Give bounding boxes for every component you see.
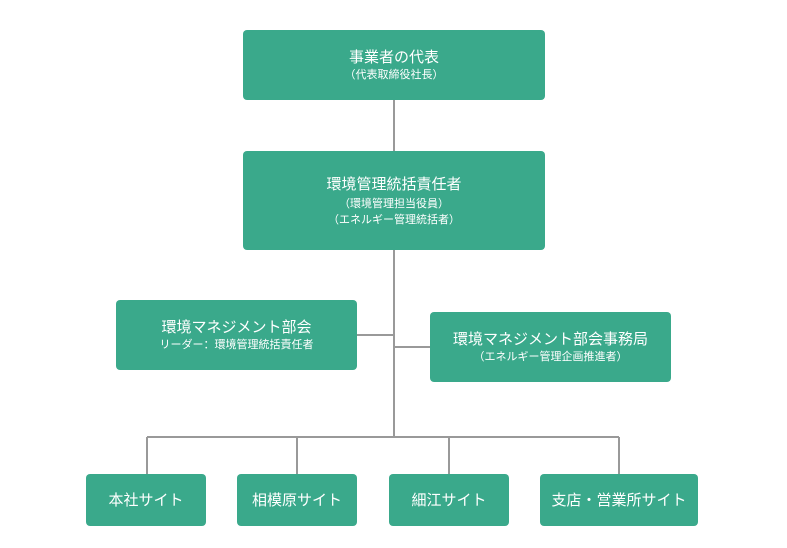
secretariat-title: 環境マネジメント部会事務局 — [452, 330, 648, 348]
site-label: 相模原サイト — [251, 491, 342, 509]
manager-title: 環境管理統括責任者 — [326, 174, 462, 193]
site-label: 細江サイト — [411, 491, 487, 509]
committee-leader: リーダー：環境管理統括責任者 — [159, 338, 314, 351]
site-label: 支店・営業所サイト — [551, 491, 687, 509]
site-branch-offices: 支店・営業所サイト — [540, 474, 698, 526]
manager-subtitle-1: （環境管理担当役員） — [339, 196, 449, 210]
site-hosoe: 細江サイト — [389, 474, 509, 526]
secretariat-subtitle: （エネルギー管理企画推進者） — [473, 350, 628, 363]
committee-title: 環境マネジメント部会 — [161, 318, 312, 336]
manager-subtitle-2: （エネルギー管理統括者） — [328, 212, 460, 226]
representative-title: 事業者の代表 — [348, 48, 439, 66]
representative-box: 事業者の代表 （代表取締役社長） — [243, 30, 545, 100]
representative-subtitle: （代表取締役社長） — [344, 68, 444, 81]
committee-box: 環境マネジメント部会 リーダー：環境管理統括責任者 — [116, 300, 357, 370]
manager-box: 環境管理統括責任者 （環境管理担当役員） （エネルギー管理統括者） — [243, 151, 545, 250]
secretariat-box: 環境マネジメント部会事務局 （エネルギー管理企画推進者） — [430, 312, 671, 382]
site-sagamihara: 相模原サイト — [237, 474, 357, 526]
site-label: 本社サイト — [108, 491, 184, 509]
site-honsha: 本社サイト — [86, 474, 206, 526]
